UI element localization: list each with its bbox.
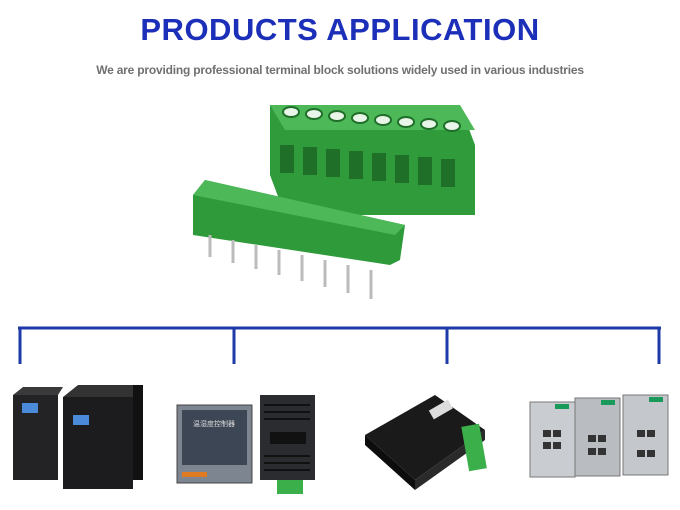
stepper-motor-driver-image [365,395,487,490]
page-subtitle: We are providing professional terminal b… [96,63,584,77]
temperature-humidity-controller-image: 温湿度控制器 [176,395,315,494]
page-title: PRODUCTS APPLICATION [140,12,540,47]
industrial-ethernet-switch-image [529,394,669,478]
ups-power-supply-image [13,385,143,489]
controller-label: 温湿度控制器 [193,419,235,428]
terminal-block-image [193,105,475,299]
